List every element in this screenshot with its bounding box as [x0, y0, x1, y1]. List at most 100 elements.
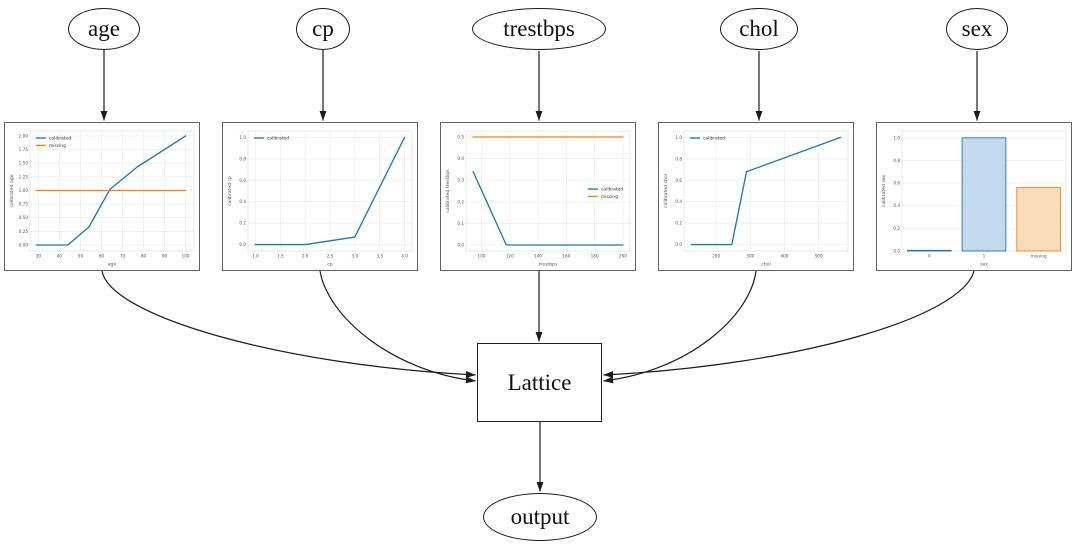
svg-text:1.25: 1.25 — [19, 174, 29, 179]
svg-text:0.0: 0.0 — [675, 242, 682, 247]
y-axis-label: calibrated cp — [227, 176, 233, 206]
svg-text:90: 90 — [162, 254, 168, 259]
svg-text:0.2: 0.2 — [675, 221, 682, 226]
svg-text:missing: missing — [601, 194, 618, 200]
svg-text:0: 0 — [928, 254, 931, 259]
svg-text:200: 200 — [712, 254, 720, 259]
svg-text:0.1: 0.1 — [457, 221, 464, 226]
edge-cp-lattice — [319, 270, 476, 384]
svg-text:4.0: 4.0 — [401, 254, 408, 259]
svg-text:400: 400 — [780, 254, 788, 259]
svg-text:1.0: 1.0 — [893, 135, 900, 140]
svg-text:0.6: 0.6 — [675, 178, 682, 183]
output-node-label: output — [510, 504, 570, 529]
edge-age-lattice — [101, 270, 476, 379]
svg-text:0.75: 0.75 — [19, 202, 29, 207]
svg-text:missing: missing — [1031, 254, 1047, 259]
y-axis-label: calibrated sex — [881, 175, 887, 208]
y-axis-label: calibrated trestbps — [445, 169, 451, 213]
svg-text:1.0: 1.0 — [252, 254, 259, 259]
svg-text:0.4: 0.4 — [239, 199, 246, 204]
svg-text:1: 1 — [983, 254, 986, 259]
svg-text:60: 60 — [99, 254, 105, 259]
svg-text:1.00: 1.00 — [19, 188, 29, 193]
svg-text:0.00: 0.00 — [19, 243, 29, 248]
series-calibrated — [35, 135, 187, 246]
bar-missing — [1016, 187, 1061, 252]
svg-text:100: 100 — [478, 254, 486, 259]
svg-text:0.6: 0.6 — [893, 181, 900, 186]
series-calibrated — [472, 170, 624, 246]
svg-text:0.4: 0.4 — [893, 203, 900, 208]
svg-text:100: 100 — [182, 254, 190, 259]
svg-text:50: 50 — [78, 254, 84, 259]
input-node-trestbps: trestbps — [472, 8, 606, 50]
svg-text:40: 40 — [57, 254, 63, 259]
svg-text:1.75: 1.75 — [19, 147, 29, 152]
svg-text:0.2: 0.2 — [893, 226, 900, 231]
svg-text:2.00: 2.00 — [19, 133, 29, 138]
svg-text:180: 180 — [591, 254, 599, 259]
y-axis-label: calibrated age — [9, 174, 15, 207]
edge-sex-lattice — [603, 270, 975, 379]
svg-text:0.8: 0.8 — [893, 158, 900, 163]
input-node-cp: cp — [296, 8, 350, 50]
x-axis-label: trestbps — [539, 262, 558, 268]
svg-text:0.4: 0.4 — [675, 199, 682, 204]
edge-chol-lattice — [603, 270, 757, 384]
svg-text:1.5: 1.5 — [277, 254, 284, 259]
input-node-age-label: age — [88, 16, 120, 41]
x-axis-label: age — [108, 263, 117, 268]
svg-text:calibrated: calibrated — [703, 136, 725, 142]
svg-text:3.5: 3.5 — [376, 254, 383, 259]
svg-text:120: 120 — [506, 254, 514, 259]
input-node-sex-label: sex — [961, 16, 993, 41]
svg-text:160: 160 — [562, 254, 570, 259]
bar-1 — [961, 137, 1007, 252]
svg-text:calibrated: calibrated — [49, 136, 71, 142]
svg-text:80: 80 — [141, 254, 147, 259]
input-node-trestbps-label: trestbps — [503, 16, 575, 41]
svg-text:30: 30 — [36, 254, 42, 259]
input-node-age: age — [68, 8, 140, 50]
x-axis-label: sex — [980, 263, 988, 268]
x-axis-label: cp — [327, 263, 333, 268]
x-axis-label: chol — [761, 262, 771, 268]
bar-0 — [907, 249, 952, 252]
svg-text:2.5: 2.5 — [327, 254, 334, 259]
svg-text:2.0: 2.0 — [302, 254, 309, 259]
svg-text:0.5: 0.5 — [457, 135, 464, 140]
svg-text:0.0: 0.0 — [457, 242, 464, 247]
svg-text:0.2: 0.2 — [239, 221, 246, 226]
svg-text:0.0: 0.0 — [239, 242, 246, 247]
input-node-chol: chol — [720, 8, 798, 50]
svg-text:140: 140 — [534, 254, 542, 259]
svg-text:calibrated: calibrated — [267, 136, 289, 142]
input-node-cp-label: cp — [312, 16, 334, 41]
svg-text:0.4: 0.4 — [457, 156, 464, 161]
output-node: output — [483, 493, 597, 541]
svg-text:1.50: 1.50 — [19, 161, 29, 166]
svg-text:1.0: 1.0 — [239, 135, 246, 140]
lattice-node: Lattice — [477, 343, 602, 422]
svg-text:3.0: 3.0 — [352, 254, 359, 259]
svg-text:0.8: 0.8 — [675, 156, 682, 161]
svg-text:0.8: 0.8 — [239, 156, 246, 161]
svg-text:missing: missing — [49, 143, 66, 149]
series-calibrated — [690, 136, 842, 246]
svg-text:500: 500 — [815, 254, 823, 259]
svg-text:0.2: 0.2 — [457, 199, 464, 204]
svg-text:200: 200 — [619, 254, 627, 259]
